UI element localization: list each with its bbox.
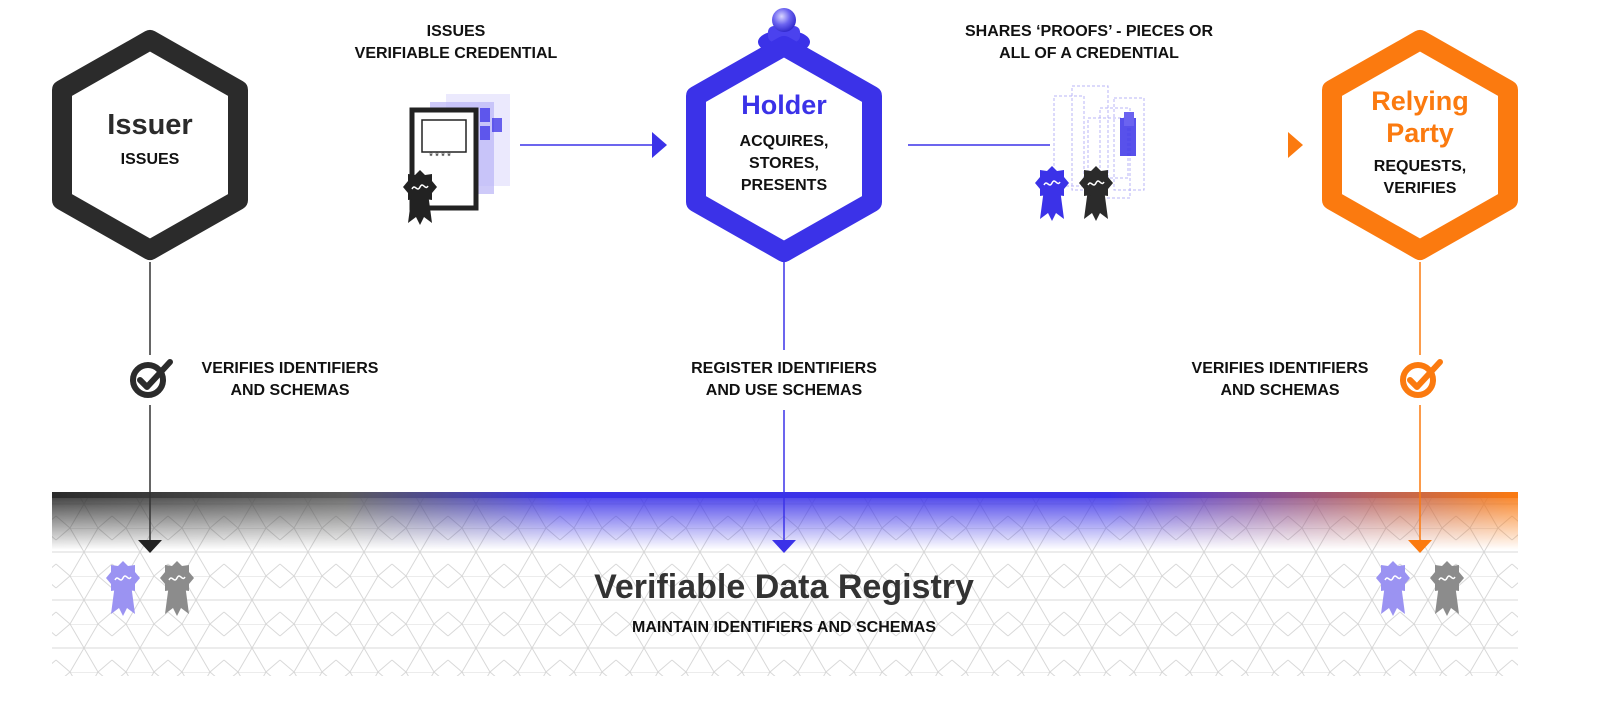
registry-left-badges (106, 561, 194, 616)
registry-subtitle: MAINTAIN IDENTIFIERS AND SCHEMAS (632, 619, 936, 636)
relying-party-title-line-1: Relying (1371, 86, 1469, 116)
share-edge-label-line-1: SHARES ‘PROOFS’ - PIECES OR (965, 23, 1213, 40)
holder-down-arrowhead (772, 540, 796, 553)
issue-edge-label-line-2: VERIFIABLE CREDENTIAL (355, 45, 558, 62)
svg-text:****: **** (428, 152, 452, 164)
proof-pieces-icon (1035, 85, 1145, 221)
award-ribbon-icon (1430, 561, 1464, 616)
issuer-down-arrowhead (138, 540, 162, 553)
issuer-node: Issuer ISSUES (52, 30, 248, 260)
issuer-hexagon (52, 30, 248, 260)
issue-edge-label-line-1: ISSUES (427, 23, 486, 40)
credential-certificate-icon: **** (403, 94, 510, 225)
award-ribbon-icon (106, 561, 140, 616)
share-edge-label-line-2: ALL OF A CREDENTIAL (999, 45, 1179, 62)
holder-action-line-2: STORES, (749, 155, 819, 172)
registry-band: Verifiable Data Registry MAINTAIN IDENTI… (52, 492, 1518, 676)
relying-registry-label-line-1: VERIFIES IDENTIFIERS (1192, 360, 1369, 377)
issuer-registry-label-line-2: AND SCHEMAS (230, 382, 349, 399)
holder-title: Holder (741, 90, 827, 120)
holder-action-line-3: PRESENTS (741, 177, 828, 194)
holder-action-line-1: ACQUIRES, (740, 133, 829, 150)
relying-arrowhead (1288, 132, 1303, 158)
holder-arrowhead (652, 132, 667, 158)
relying-registry-label-line-2: AND SCHEMAS (1220, 382, 1339, 399)
relying-party-hexagon (1322, 30, 1518, 260)
relying-party-title-line-2: Party (1386, 118, 1454, 148)
award-ribbon-icon (1376, 561, 1410, 616)
relying-party-action-line-1: REQUESTS, (1374, 158, 1466, 175)
relying-down-arrowhead (1408, 540, 1432, 553)
issuer-title: Issuer (107, 109, 192, 141)
registry-title: Verifiable Data Registry (594, 568, 974, 606)
holder-hexagon (686, 36, 882, 262)
holder-registry-label-line-2: AND USE SCHEMAS (706, 382, 863, 399)
relying-party-action-line-2: VERIFIES (1384, 180, 1457, 197)
issuer-registry-label-line-1: VERIFIES IDENTIFIERS (202, 360, 379, 377)
relying-check-icon (1400, 359, 1443, 398)
issuer-check-icon (130, 359, 173, 398)
registry-right-badges (1376, 561, 1464, 616)
holder-node: Holder ACQUIRES, STORES, PRESENTS (686, 8, 882, 262)
award-ribbon-icon (160, 561, 194, 616)
relying-party-node: Relying Party REQUESTS, VERIFIES (1322, 30, 1518, 260)
issuer-action: ISSUES (121, 151, 180, 168)
holder-registry-label-line-1: REGISTER IDENTIFIERS (691, 360, 877, 377)
